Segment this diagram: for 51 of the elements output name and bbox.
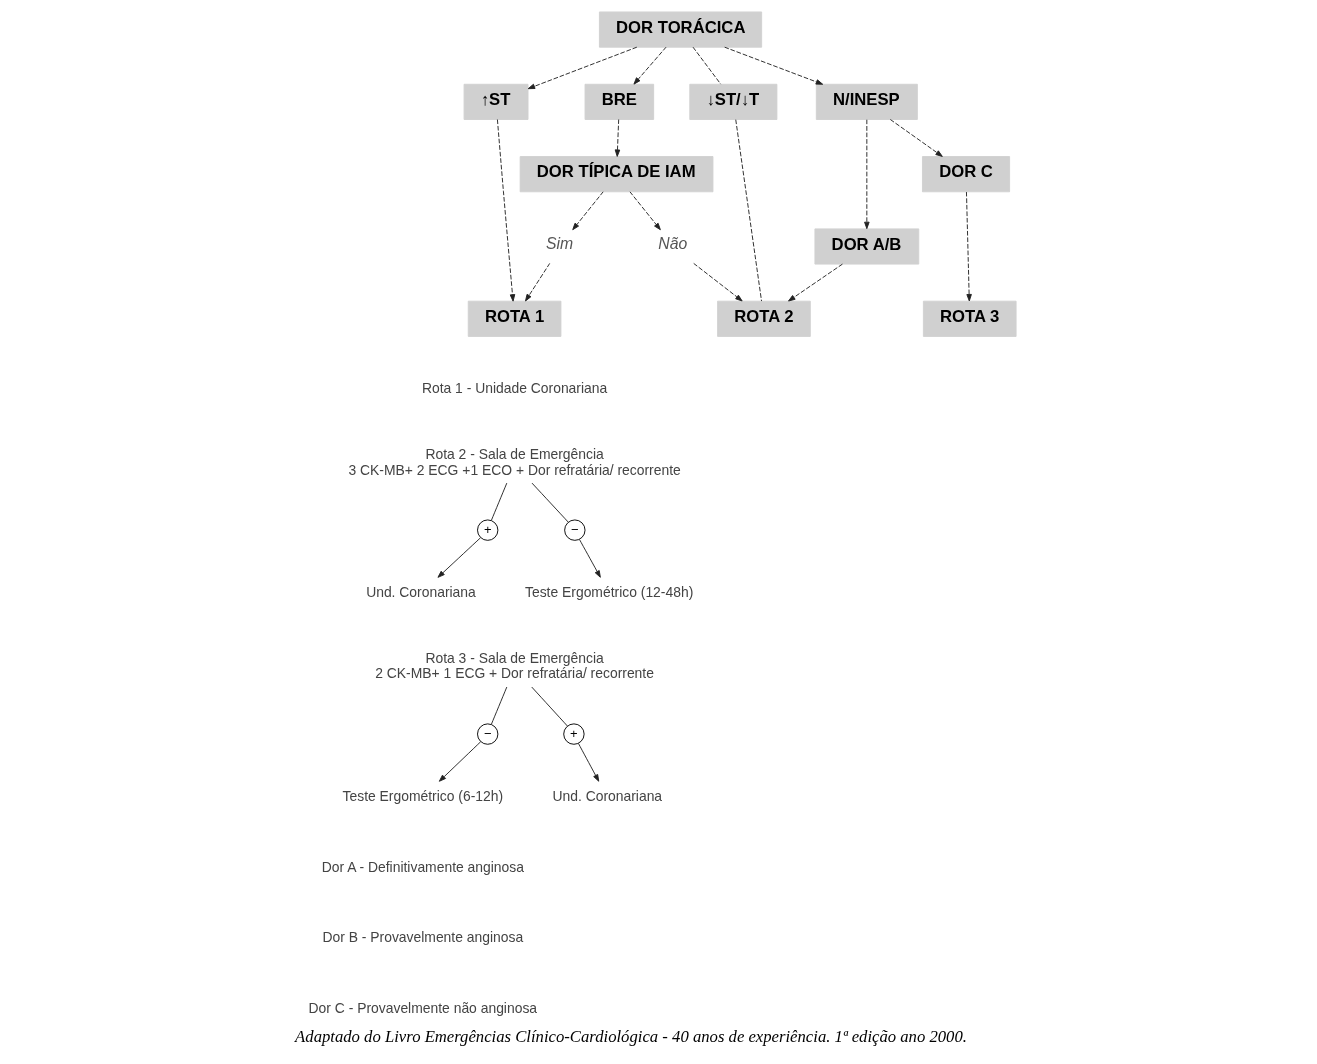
node-circle: − [477, 723, 499, 745]
node-circle: + [563, 723, 585, 745]
arrow [572, 191, 604, 231]
arrow [525, 262, 551, 302]
arrow [614, 119, 621, 157]
node-box: ROTA 2 [717, 300, 811, 337]
node-box: DOR C [922, 156, 1011, 193]
node-box: DOR TORÁCICA [598, 11, 763, 48]
arrow [889, 119, 943, 157]
arrow [629, 191, 661, 231]
node-box: ↑ST [463, 83, 529, 120]
arrow [577, 742, 600, 782]
label: Dor B - Provavelmente anginosa [322, 929, 524, 946]
node-circle: − [564, 519, 586, 541]
connector [531, 482, 569, 523]
arrow [633, 46, 667, 85]
node-text: Rota 3 - Sala de Emergência 2 CK-MB+ 1 ECG + Dor refratária/ recorrente [375, 649, 654, 682]
node-box: ↓ST/↓T [689, 83, 778, 120]
caption: Adaptado do Livro Emergências Clínico-Cardiológica - 40 anos de experiência. 1ª edição ano 2000. [295, 1027, 967, 1047]
arrow [693, 262, 743, 302]
connector [735, 119, 762, 302]
arrow [864, 119, 870, 230]
node-text: Und. Coronariana [366, 584, 476, 601]
label: Rota 1 - Unidade Coronariana [421, 380, 608, 397]
arrow [437, 537, 482, 578]
arrow [788, 263, 843, 302]
node-text: Rota 2 - Sala de Emergência 3 CK-MB+ 2 ECG +1 ECO + Dor refratária/ recorrente [348, 445, 681, 478]
node-box: BRE [584, 83, 655, 120]
arrow [579, 539, 601, 578]
arrow [527, 46, 638, 90]
node-box: DOR A/B [814, 228, 920, 265]
arrow [724, 46, 824, 85]
node-text: Sim [546, 235, 574, 253]
node-circle: + [477, 519, 499, 541]
node-box: ROTA 3 [922, 300, 1017, 337]
node-text: Teste Ergométrico (12-48h) [524, 584, 694, 601]
connector [692, 46, 722, 85]
node-box: DOR TÍPICA DE IAM [519, 156, 714, 193]
arrow [438, 741, 482, 782]
node-box: N/INESP [815, 83, 918, 120]
connector [490, 482, 508, 521]
connector [531, 686, 568, 727]
connector [490, 686, 508, 725]
node-text: Teste Ergométrico (6-12h) [342, 788, 504, 805]
node-text: Und. Coronariana [552, 788, 663, 805]
arrow [496, 119, 516, 302]
label: Dor C - Provavelmente não anginosa [308, 999, 538, 1016]
arrow [966, 191, 972, 302]
node-text: Não [658, 235, 688, 253]
label: Dor A - Definitivamente anginosa [321, 858, 524, 875]
node-box: ROTA 1 [467, 300, 562, 337]
